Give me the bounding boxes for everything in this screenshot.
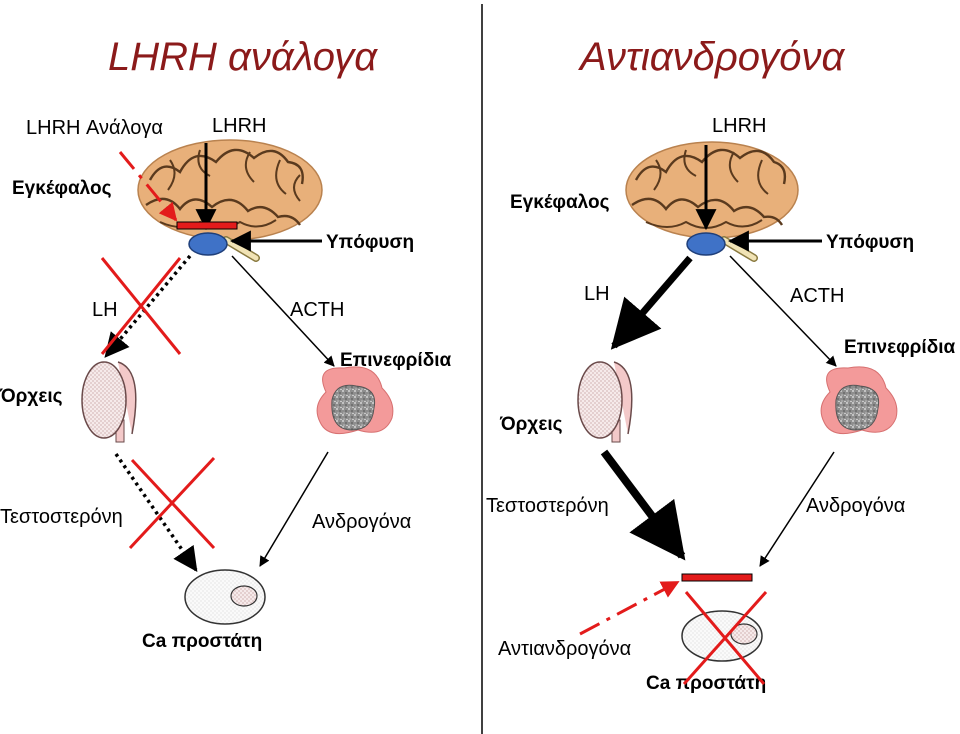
right-testosterone-arrow: [600, 449, 686, 561]
left-analogue-line: [118, 151, 178, 222]
right-testosterone-label: Τεστοστερόνη: [486, 495, 609, 517]
left-title: LHRH ανάλογα: [108, 35, 378, 79]
right-testis-icon: [577, 361, 633, 443]
left-pituitary-icon: [188, 232, 228, 256]
right-acth-label: ACTH: [790, 285, 844, 307]
left-androgens-arrow: [259, 451, 329, 567]
right-prostate-cross: [682, 591, 768, 685]
left-acth-arrow: [231, 255, 335, 367]
left-panel: LHRH ανάλογα LHRH Ανάλογα LHRH Εγκέφαλος…: [0, 35, 452, 652]
left-lhrh-label: LHRH: [212, 115, 266, 137]
right-androgens-label: Ανδρογόνα: [806, 495, 905, 517]
right-title: Αντιανδρογόνα: [578, 35, 846, 79]
left-adrenal-icon: [316, 366, 394, 435]
left-brain-label: Εγκέφαλος: [12, 178, 112, 199]
left-receptor-block: [176, 221, 238, 230]
left-testosterone-label: Τεστοστερόνη: [0, 506, 123, 528]
left-adrenal-label: Επινεφρίδια: [340, 350, 452, 371]
right-lhrh-label: LHRH: [712, 115, 766, 137]
right-lh-label: LH: [584, 283, 610, 305]
right-androgens-arrow: [759, 451, 835, 567]
right-receptor-block: [681, 573, 753, 582]
right-panel: Αντιανδρογόνα LHRH Εγκέφαλος Υπόφυση LH …: [486, 35, 956, 694]
left-lh-cross: [100, 257, 182, 355]
left-pituitary-label: Υπόφυση: [326, 232, 414, 253]
right-lh-arrow: [610, 255, 693, 350]
left-lh-label: LH: [92, 299, 118, 321]
right-testes-label: Όρχεις: [499, 414, 563, 435]
right-adrenal-label: Επινεφρίδια: [844, 337, 956, 358]
right-brain-icon: [625, 141, 799, 239]
left-brain-icon: [137, 139, 323, 241]
left-testes-label: Όρχεις: [0, 386, 63, 407]
left-testosterone-arrow: [114, 453, 198, 573]
left-lhrh-analogues-label: LHRH Ανάλογα: [26, 117, 163, 139]
left-testis-icon: [81, 361, 137, 443]
left-prostate-icon: [184, 569, 266, 625]
right-antiandrogens-label: Αντιανδρογόνα: [498, 638, 631, 660]
right-acth-arrow: [729, 255, 837, 367]
right-adrenal-icon: [820, 366, 898, 435]
right-pituitary-icon: [686, 232, 726, 256]
right-brain-label: Εγκέφαλος: [510, 192, 610, 213]
left-acth-label: ACTH: [290, 299, 344, 321]
left-androgens-label: Ανδρογόνα: [312, 511, 411, 533]
right-prostate-ca-label: Ca προστάτη: [646, 673, 766, 694]
left-lh-arrow: [104, 254, 192, 358]
left-testosterone-cross: [128, 456, 216, 550]
right-pituitary-label: Υπόφυση: [826, 232, 914, 253]
left-prostate-ca-label: Ca προστάτη: [142, 631, 262, 652]
right-antiandrogen-line: [579, 580, 680, 636]
